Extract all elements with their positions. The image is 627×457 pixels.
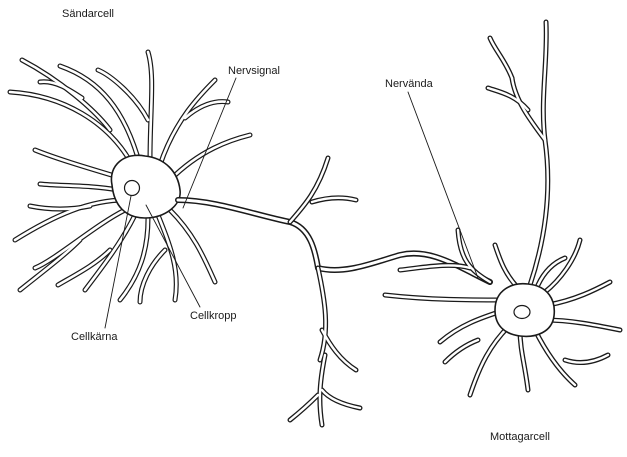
leader-cellkropp <box>146 205 200 307</box>
label-receiver-cell: Mottagarcell <box>490 431 550 444</box>
sender-neuron <box>10 52 250 302</box>
sender-cell-body <box>111 155 180 218</box>
label-nerve-signal: Nervsignal <box>228 65 280 78</box>
receiver-nucleus <box>514 306 530 319</box>
leader-nervanda <box>408 92 478 278</box>
label-nerve-ending: Nervända <box>385 78 433 91</box>
label-cell-body: Cellkropp <box>190 310 236 323</box>
label-cell-nucleus: Cellkärna <box>71 331 117 344</box>
axon <box>178 158 490 425</box>
sender-nucleus <box>125 181 140 196</box>
label-sender-cell: Sändarcell <box>62 8 114 21</box>
